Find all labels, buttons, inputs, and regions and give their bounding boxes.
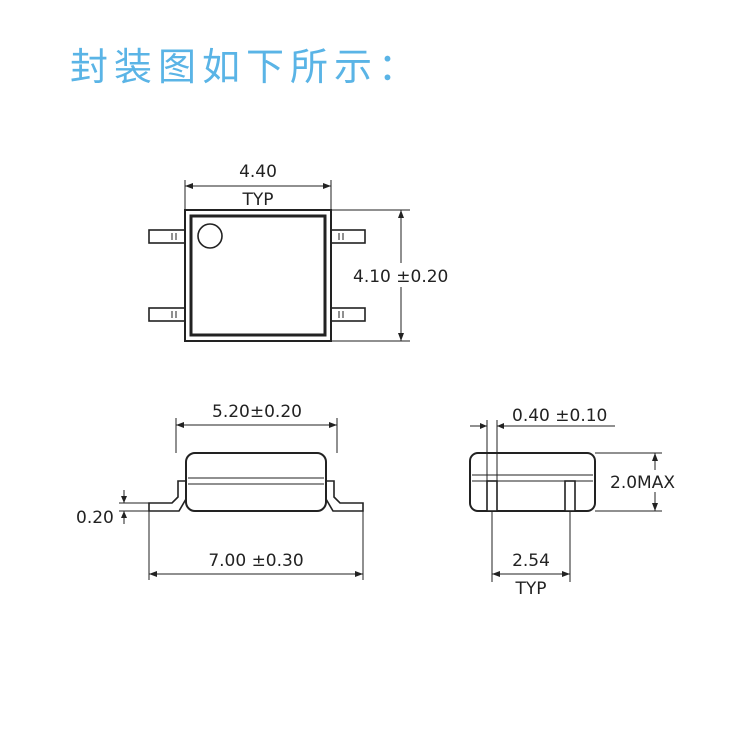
end-lead-left bbox=[486, 480, 498, 512]
end-body bbox=[469, 452, 596, 512]
dim-top-height-label: 4.10 ±0.20 bbox=[353, 267, 448, 287]
dim-lead-width-label: 0.40 ±0.10 bbox=[512, 406, 607, 426]
dim-side-total-label: 7.00 ±0.30 bbox=[208, 551, 303, 571]
lead-top-right bbox=[330, 229, 366, 244]
side-body bbox=[185, 452, 327, 512]
dim-lead-thickness-label: 0.20 bbox=[76, 508, 114, 528]
top-view: 4.40 TYP 4.10 ±0.20 bbox=[148, 162, 454, 342]
end-view: 0.40 ±0.10 2.0MAX 2.54 TYP bbox=[469, 406, 694, 599]
lead-bottom-right bbox=[330, 307, 366, 322]
lead-top-left bbox=[148, 229, 186, 244]
dim-end-height-label: 2.0MAX bbox=[610, 473, 675, 493]
pin1-marker bbox=[197, 223, 223, 249]
page-title: 封装图如下所示： bbox=[70, 45, 423, 89]
side-view: 5.20±0.20 7.00 ±0.30 0.20 bbox=[76, 402, 364, 580]
top-body-inner bbox=[189, 214, 327, 337]
dim-top-width-label: 4.40 bbox=[239, 162, 277, 182]
end-lead-right bbox=[564, 480, 576, 512]
side-lead-right bbox=[325, 480, 364, 512]
dim-pitch-label: 2.54 bbox=[512, 551, 550, 571]
dim-top-width-sub: TYP bbox=[241, 190, 273, 210]
lead-bottom-left bbox=[148, 307, 186, 322]
side-lead-left bbox=[148, 480, 187, 512]
dim-side-body-label: 5.20±0.20 bbox=[212, 402, 302, 422]
dim-pitch-sub: TYP bbox=[514, 579, 546, 599]
